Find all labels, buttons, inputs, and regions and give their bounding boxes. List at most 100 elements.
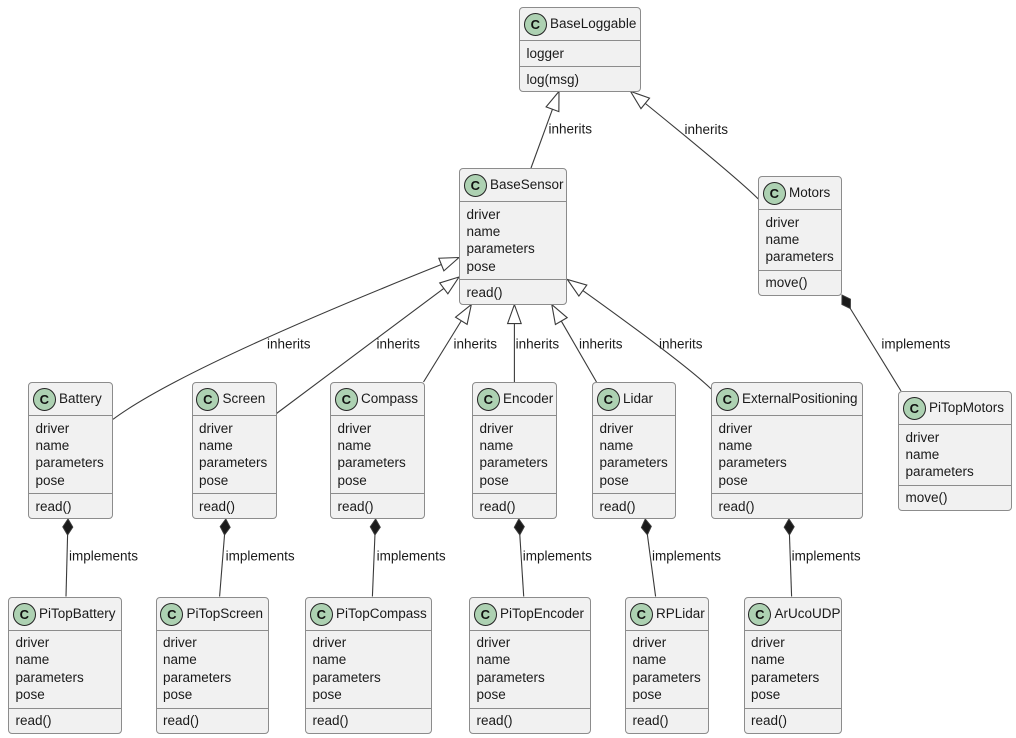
field: driver (718, 420, 753, 436)
fields-compartment: logger (527, 45, 639, 62)
edge-compass-basesensor: inherits (423, 303, 497, 383)
field: pose (337, 472, 367, 488)
separator (473, 415, 556, 416)
separator (192, 493, 276, 494)
method: read() (312, 713, 349, 729)
field: pose (163, 687, 193, 703)
field: driver (466, 206, 501, 222)
edge-line (644, 102, 759, 200)
method: read() (466, 284, 503, 300)
methods-compartment: read() (338, 498, 423, 515)
edge-line (112, 264, 442, 420)
field: parameters (15, 669, 84, 685)
hollow-triangle-arrowhead (506, 302, 522, 325)
separator (759, 209, 841, 210)
methods-compartment: read() (16, 712, 120, 729)
method: read() (15, 713, 52, 729)
edge-pitopencoder-encoder: implements (513, 518, 592, 597)
field: parameters (905, 464, 974, 480)
class-icon: C (715, 388, 739, 411)
separator (192, 415, 276, 416)
edge-label: implements (881, 337, 950, 352)
methods-compartment: read() (467, 284, 565, 301)
hollow-triangle-arrowhead (438, 256, 461, 272)
field: driver (199, 420, 233, 436)
separator (899, 484, 1011, 486)
separator (744, 629, 841, 631)
edge-label: inherits (267, 337, 311, 352)
methods-compartment: read() (313, 712, 430, 729)
hollow-triangle-arrowhead (438, 276, 461, 295)
separator (593, 415, 675, 416)
method: read() (199, 498, 236, 514)
edge-motors-baseloggable: inherits (629, 90, 759, 200)
filled-diamond (640, 518, 652, 536)
method: move() (765, 275, 808, 291)
field: parameters (312, 669, 381, 685)
method: read() (632, 713, 669, 729)
separator (331, 493, 424, 494)
field: name (632, 652, 667, 668)
field: name (479, 437, 514, 453)
class-name: ExternalPositioning (742, 391, 858, 406)
separator (29, 415, 112, 416)
separator (470, 707, 590, 709)
filled-diamond (369, 518, 381, 536)
separator (470, 629, 590, 631)
field: driver (905, 429, 940, 445)
separator (626, 629, 708, 631)
field: pose (35, 472, 65, 488)
separator (520, 40, 640, 41)
field: parameters (599, 455, 668, 471)
methods-compartment: read() (36, 498, 111, 515)
filled-diamond (62, 518, 74, 536)
field: parameters (476, 669, 545, 685)
field: name (15, 652, 50, 668)
edge-line (423, 320, 462, 383)
filled-diamond (841, 294, 851, 310)
edge-line (65, 534, 69, 597)
field: parameters (765, 249, 834, 265)
class-name: Compass (361, 391, 419, 406)
class-icon: C (334, 388, 358, 411)
field: driver (15, 635, 50, 650)
hollow-triangle-arrowhead (454, 303, 473, 326)
field: driver (765, 214, 800, 230)
edge-line (519, 534, 525, 597)
field: name (35, 437, 70, 453)
hollow-triangle-arrowhead (550, 303, 569, 326)
field: name (905, 446, 940, 462)
field: name (466, 223, 501, 239)
separator (306, 707, 431, 709)
class-name: PiTopBattery (39, 605, 116, 621)
field: name (718, 437, 753, 453)
edge-pitopcompass-compass: implements (369, 518, 446, 597)
method: read() (35, 498, 72, 514)
class-name: Encoder (503, 391, 554, 406)
edge-line (371, 534, 376, 597)
separator (331, 415, 424, 416)
class-icon: C (463, 174, 487, 197)
edge-label: inherits (377, 337, 421, 352)
field: pose (466, 258, 496, 274)
method: read() (163, 713, 200, 729)
edge-label: inherits (579, 337, 623, 352)
class-icon: C (523, 13, 547, 36)
edge-label: inherits (549, 122, 593, 137)
methods-compartment: read() (480, 498, 555, 515)
field: driver (337, 420, 372, 436)
edge-pitopmotors-motors: implements (841, 294, 951, 392)
class-icon: C (762, 182, 786, 205)
field: parameters (718, 455, 787, 471)
class-name: Lidar (623, 391, 654, 406)
